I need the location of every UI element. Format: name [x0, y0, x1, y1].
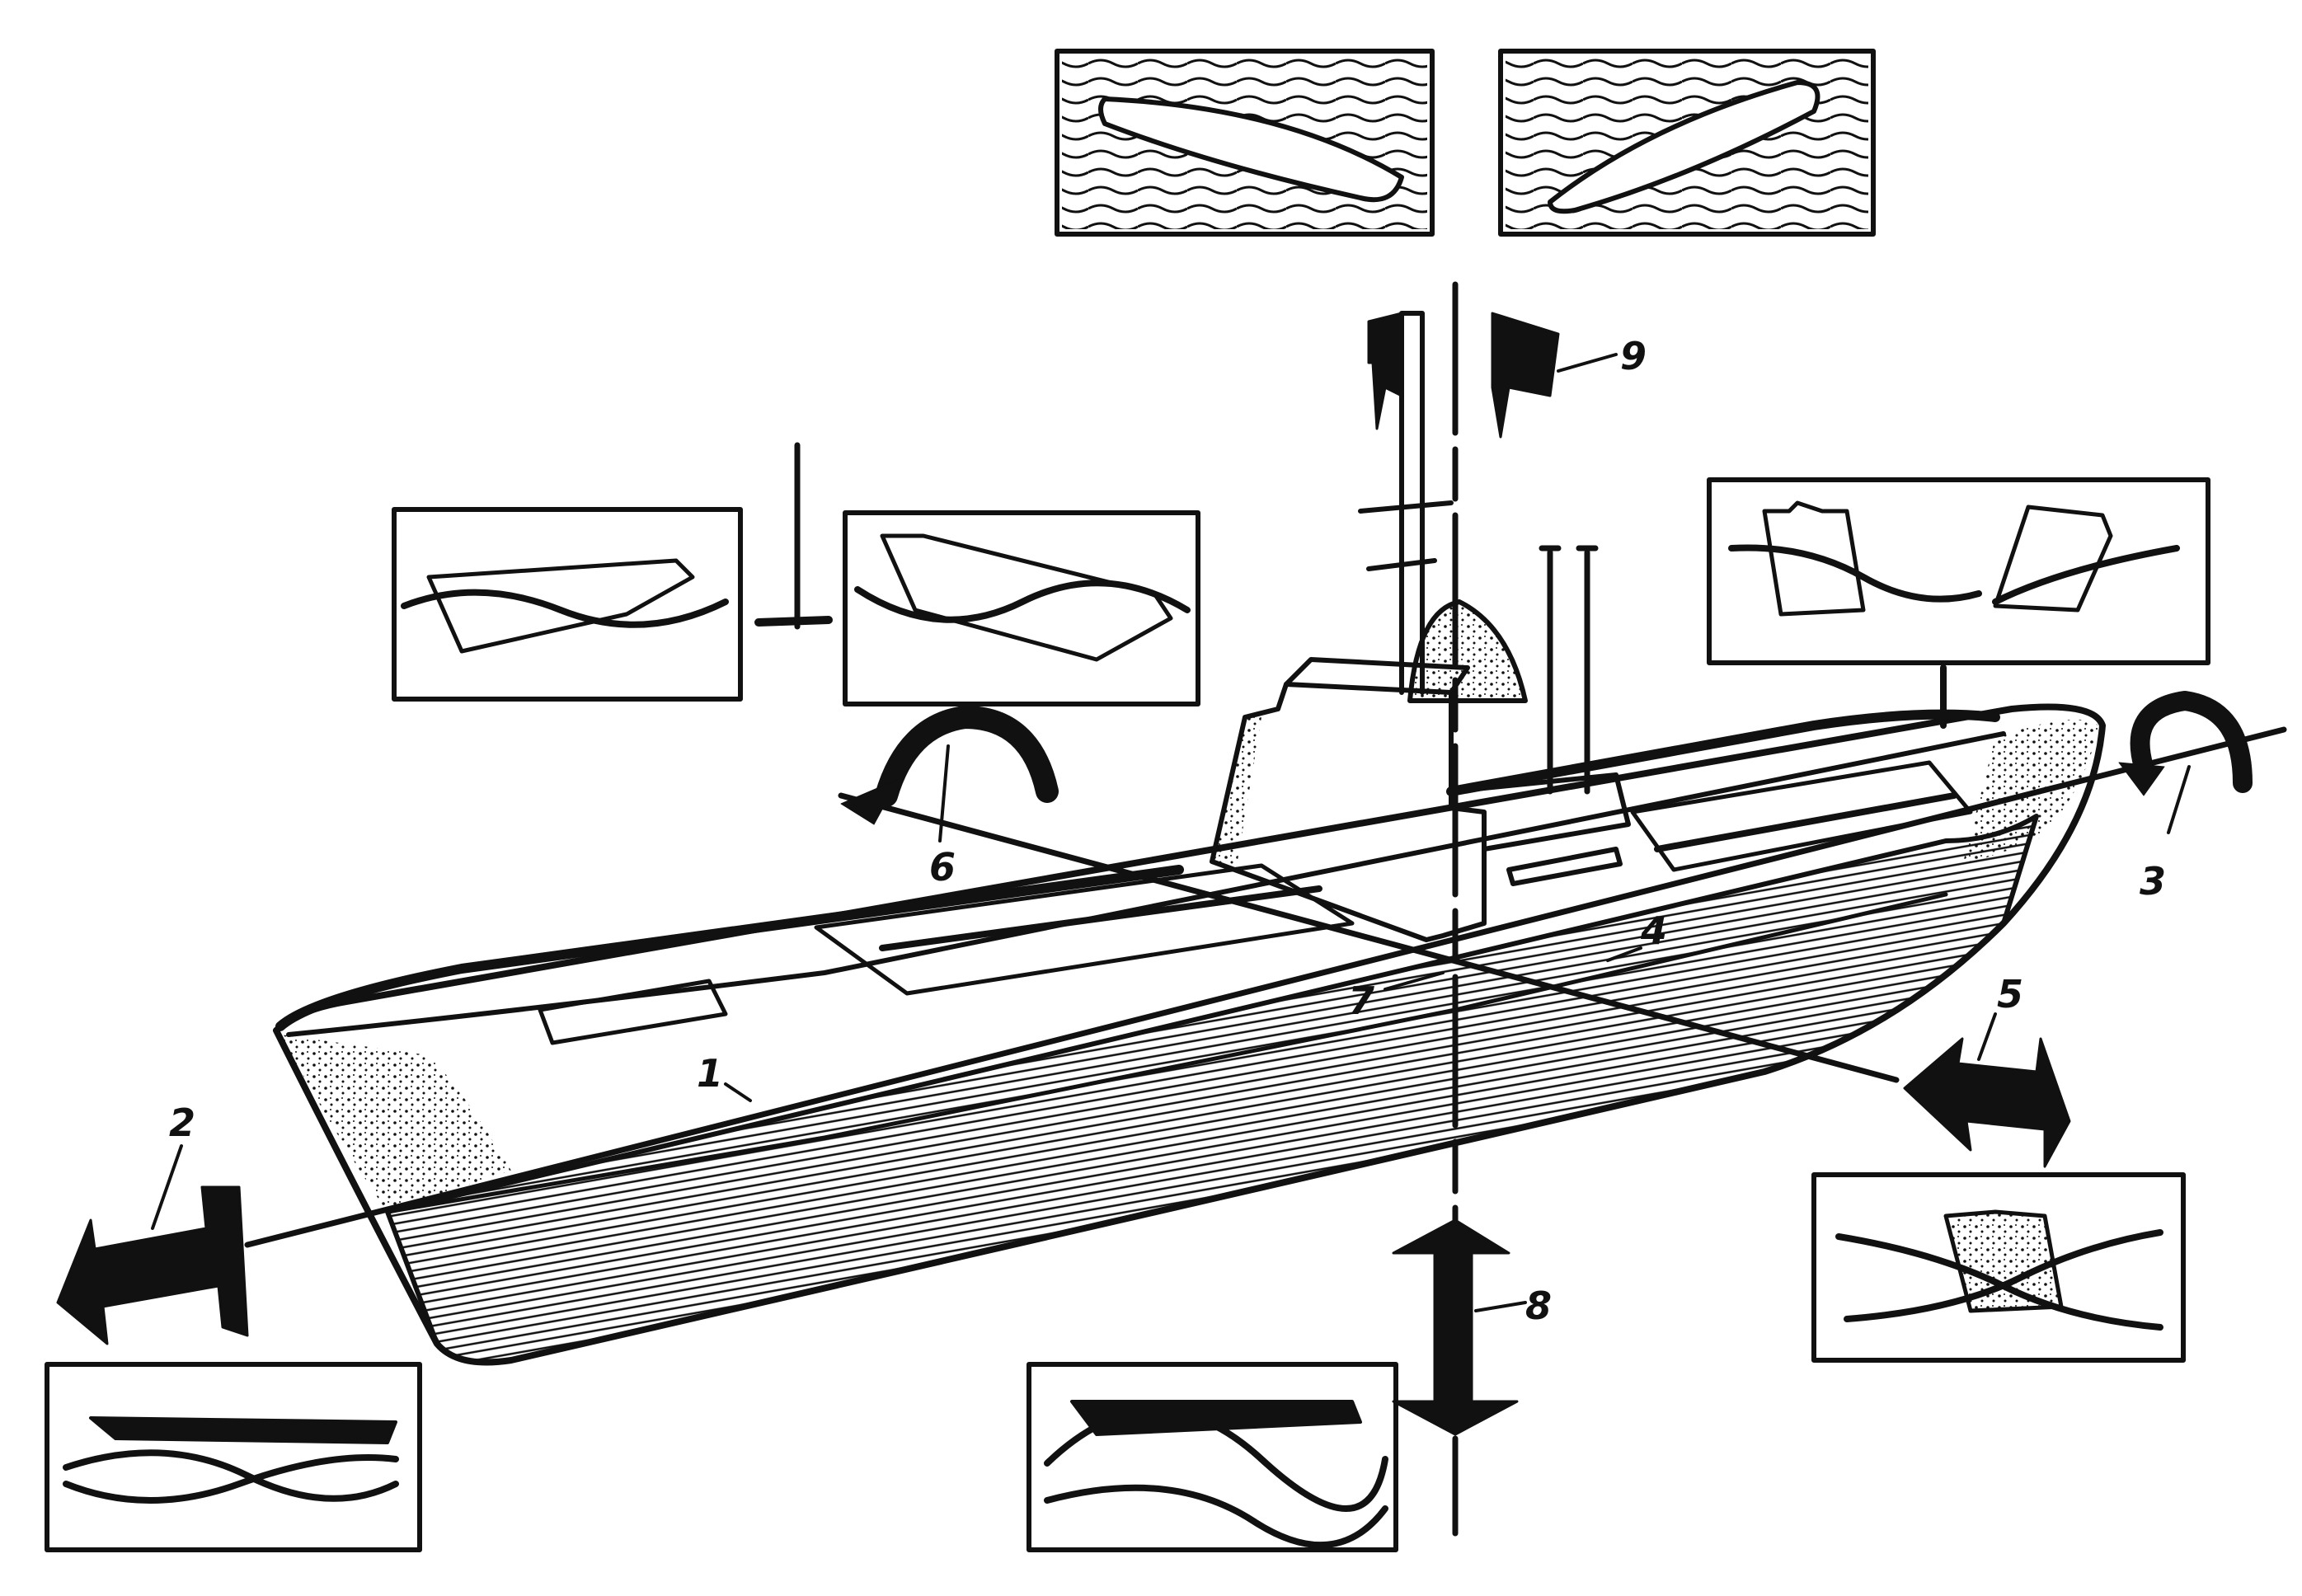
cargo-hatch-fwd	[814, 863, 1355, 996]
inset-yaw-right	[1498, 49, 1876, 237]
cargo-hatch-fwd-rim	[879, 885, 1322, 951]
roll-section-right	[1993, 505, 2113, 613]
inset-pitch-left	[392, 507, 743, 702]
hull-outline	[273, 703, 2106, 1366]
roll-wave	[1728, 544, 2180, 605]
cargo-hatch-aft-rim	[1654, 792, 1957, 852]
label-6: 6	[929, 845, 956, 890]
surge-ship	[89, 1416, 397, 1444]
inset-boxes	[45, 49, 2210, 1552]
deckhouse-window	[1506, 847, 1623, 886]
leader-6	[938, 744, 950, 843]
label-9: 9	[1620, 334, 1647, 378]
label-5: 5	[1997, 972, 2023, 1016]
leader-3	[2167, 765, 2191, 834]
label-8: 8	[1525, 1284, 1552, 1328]
derrick-posts	[1539, 545, 1599, 795]
arrow-surge	[56, 1185, 249, 1345]
mast-crossbar	[1358, 500, 1454, 571]
superstructure	[1210, 682, 1487, 942]
pitch-left-wave	[401, 589, 729, 628]
leader-4	[1606, 946, 1642, 962]
funnel	[1407, 599, 1528, 703]
number-labels: 1 2 3 4 5 6 7 8 9	[169, 334, 2166, 1328]
label-1: 1	[697, 1051, 723, 1096]
leader-2	[151, 1144, 183, 1230]
pitch-left-ship	[426, 558, 695, 654]
ship	[273, 311, 2106, 1366]
stern-stipple	[1962, 719, 2098, 866]
bulwark-top	[275, 865, 1184, 1031]
inset-sway	[1811, 1172, 2186, 1363]
fore-hatch	[538, 979, 728, 1045]
inset-heave	[1027, 1362, 1398, 1552]
inset-pitch-right	[843, 510, 1200, 706]
arrow-sway	[1903, 1037, 2071, 1168]
waterline	[385, 892, 1948, 1214]
yaw-right-hull	[1548, 80, 1820, 214]
inset-yaw-left	[1055, 49, 1435, 237]
label-4: 4	[1640, 908, 1667, 953]
label-7: 7	[1348, 979, 1374, 1023]
label-2: 2	[169, 1101, 195, 1145]
inset-surge	[45, 1362, 422, 1552]
roll-section-left	[1762, 500, 1866, 617]
sway-waves	[1835, 1229, 2163, 1331]
leader-1	[724, 1082, 752, 1102]
superstructure-stipple	[1212, 717, 1261, 866]
pitch-right-ship	[880, 533, 1173, 662]
bow-stipple	[280, 1035, 511, 1212]
leader-9	[1557, 353, 1618, 373]
main-mast	[1399, 311, 1425, 695]
arrow-yaw	[1367, 312, 1560, 439]
arrow-roll-head	[2118, 762, 2165, 796]
arrow-pitch-head	[840, 778, 900, 825]
leader-8	[1474, 1301, 1527, 1312]
arrow-heave	[1392, 1218, 1519, 1436]
arrow-pitch-rotation	[875, 706, 1059, 807]
deck-edge	[286, 731, 2006, 1037]
yaw-left-hull	[1098, 96, 1404, 203]
inset-roll	[1707, 477, 2210, 665]
aft-deckhouse	[1449, 772, 1631, 852]
arrow-roll-rotation	[2130, 691, 2253, 793]
fore-mast-crossbar	[754, 616, 833, 627]
heave-waves	[1044, 1407, 1388, 1549]
leader-5	[1977, 1012, 1997, 1061]
leader-7	[1384, 971, 1445, 991]
pitch-right-wave	[854, 580, 1191, 623]
bulwark-aft	[1446, 709, 2000, 796]
leader-lines	[151, 353, 2191, 1312]
sway-section	[1943, 1209, 2064, 1313]
surge-waves	[63, 1449, 399, 1504]
motion-arrows	[56, 312, 2253, 1436]
label-3: 3	[2140, 859, 2166, 904]
